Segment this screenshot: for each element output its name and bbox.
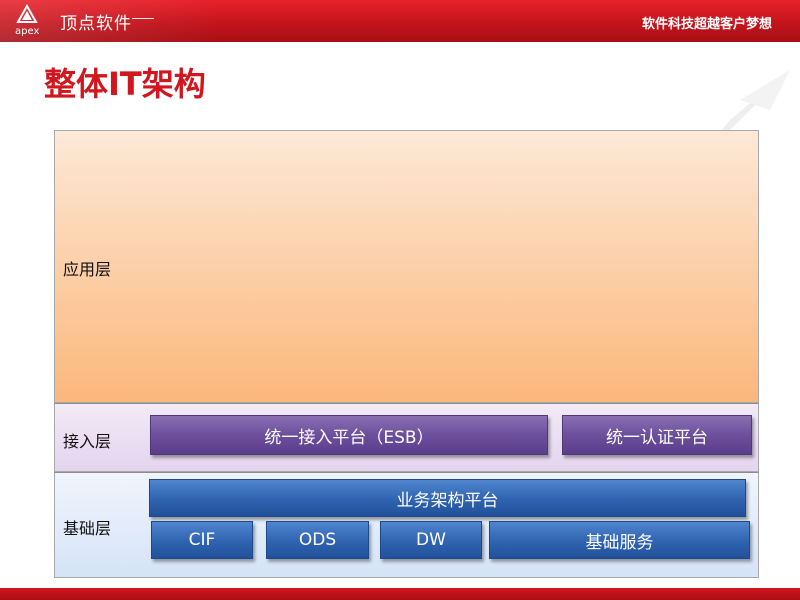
slogan: 软件科技超越客户梦想 [641,17,772,32]
esb-platform-box: 统一接入平台（ESB） [150,415,548,455]
access-layer-label: 接入层 [63,432,112,451]
company-name: 顶点软件 [60,14,132,34]
application-layer: 应用层 [54,130,759,403]
basic-services-box: 基础服务 [489,521,750,559]
business-platform-box: 业务架构平台 [149,479,746,517]
base-layer-label: 基础层 [63,519,112,538]
footer-bar [0,588,800,600]
cif-box: CIF [151,521,253,559]
dw-box: DW [380,521,482,559]
apex-logo: apex [15,4,39,37]
header-rule [132,18,154,19]
logo-word: apex [15,26,39,37]
application-layer-label: 应用层 [63,260,112,279]
header-bar: apex 顶点软件 软件科技超越客户梦想 [0,0,800,42]
ods-box: ODS [266,521,369,559]
page-title: 整体IT架构 [44,65,206,103]
base-layer: 基础层 业务架构平台 CIF ODS DW 基础服务 [54,472,759,578]
auth-platform-box: 统一认证平台 [562,415,752,455]
access-layer: 接入层 统一接入平台（ESB） 统一认证平台 [54,403,759,472]
